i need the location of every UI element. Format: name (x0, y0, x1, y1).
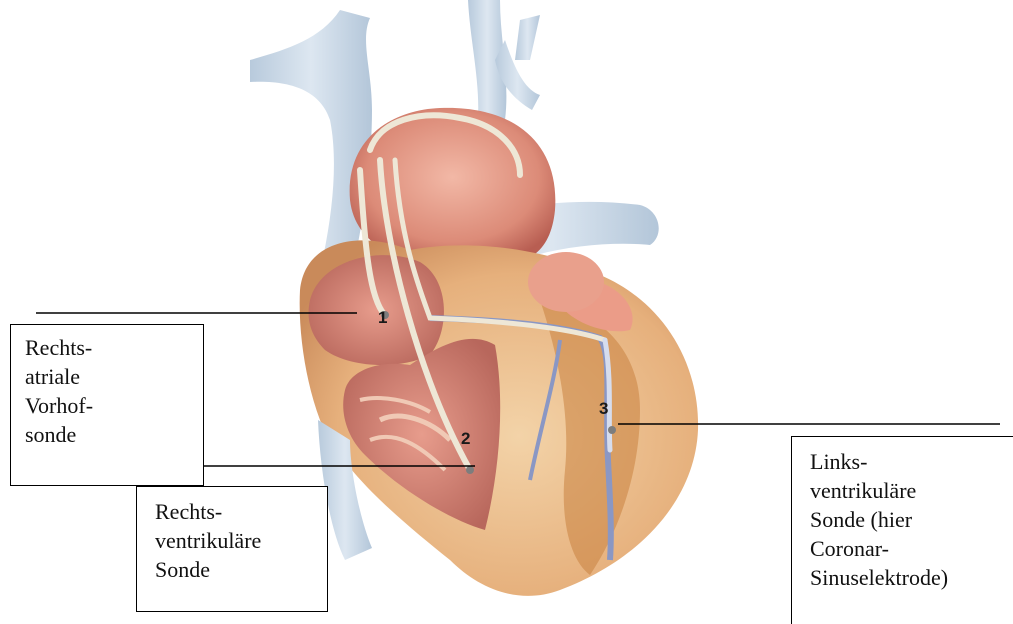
label-line: Vorhof- (25, 391, 193, 420)
label-line: Rechts- (155, 497, 317, 526)
label-left-ventricular-lead: Links- ventrikuläre Sonde (hier Coronar-… (791, 436, 1013, 624)
label-line: Sonde (hier (810, 505, 1006, 534)
label-line: Coronar- (810, 534, 1006, 563)
label-line: ventrikuläre (155, 526, 317, 555)
label-line: Rechts- (25, 333, 193, 362)
label-line: ventrikuläre (810, 476, 1006, 505)
label-line: Sinuselektrode) (810, 563, 1006, 592)
label-right-atrial-lead: Rechts- atriale Vorhof- sonde (10, 324, 204, 486)
lead-tip-lv (608, 426, 616, 434)
label-line: atriale (25, 362, 193, 391)
label-line: Sonde (155, 555, 317, 584)
marker-1: 1 (378, 308, 387, 327)
label-line: sonde (25, 420, 193, 449)
label-line: Links- (810, 447, 1006, 476)
lead-tip-rv (466, 466, 474, 474)
marker-3: 3 (599, 399, 608, 418)
marker-2: 2 (461, 429, 470, 448)
label-right-ventricular-lead: Rechts- ventrikuläre Sonde (136, 486, 328, 612)
